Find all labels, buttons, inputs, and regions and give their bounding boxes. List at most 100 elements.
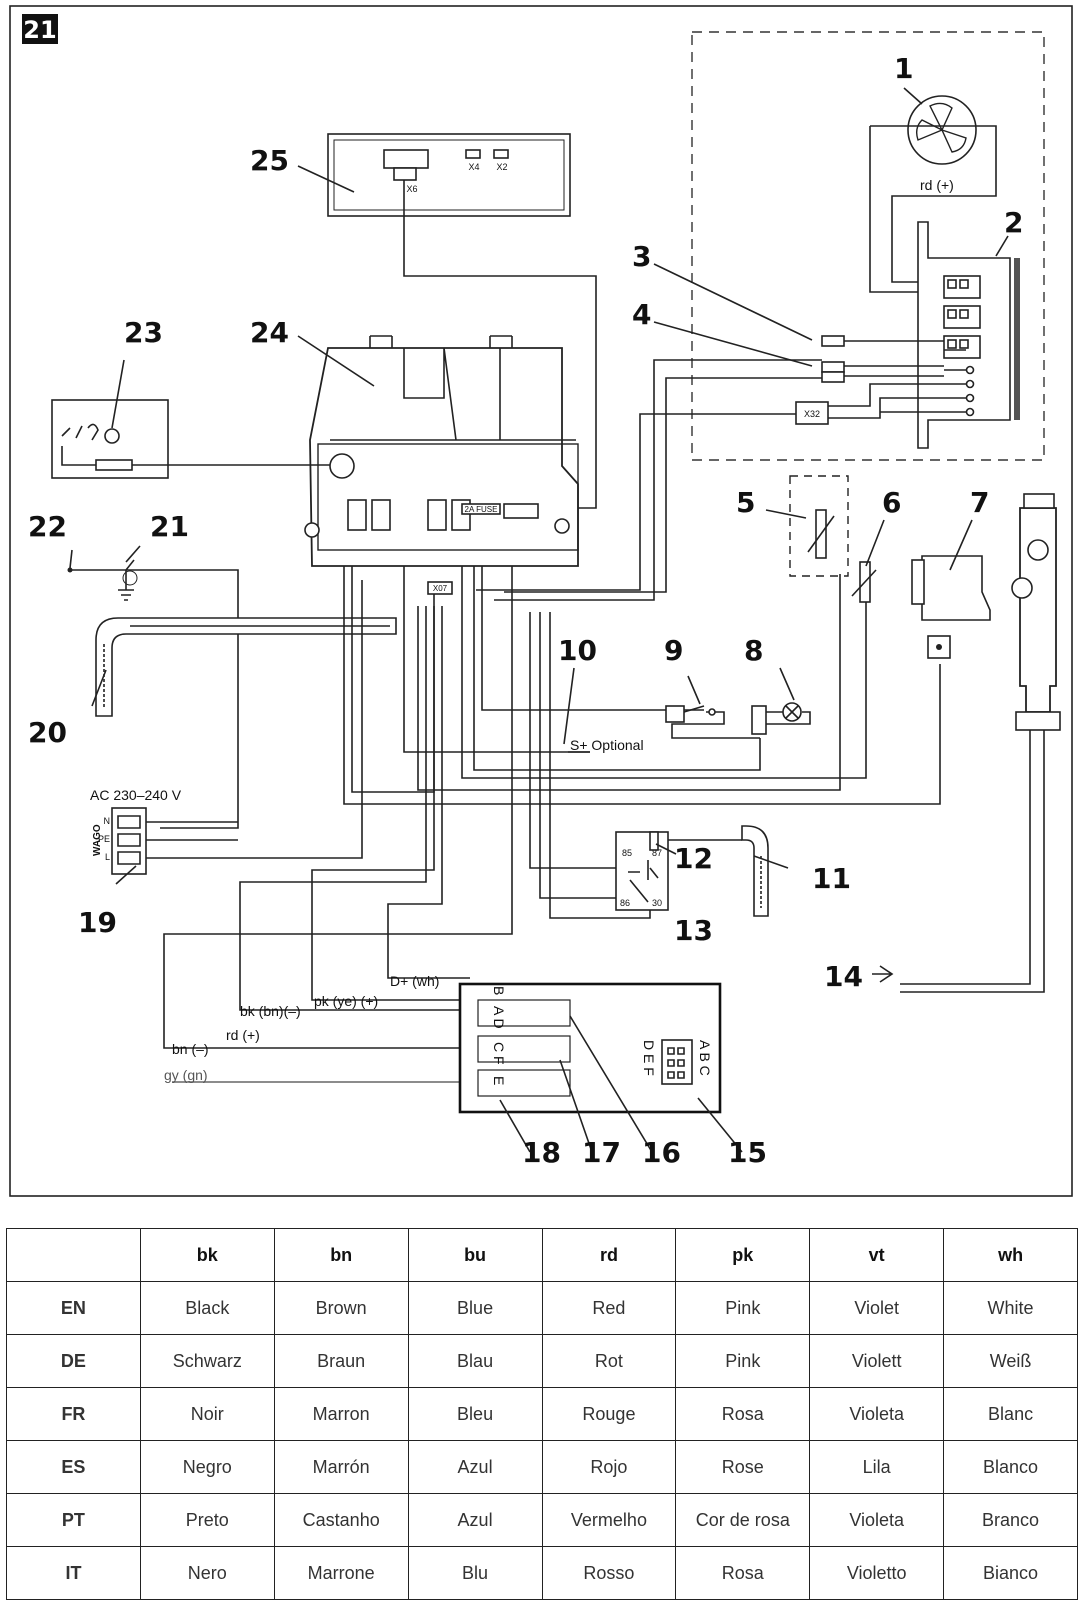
fuse-label: 2A FUSE — [465, 505, 498, 514]
terminal-b: B — [491, 986, 507, 995]
fan-blades-icon — [915, 102, 967, 153]
table-cell: Violett — [809, 1334, 945, 1388]
terminal-strip — [917, 221, 1011, 449]
relay-pin-85: 85 — [622, 848, 632, 858]
callout-3: 3 — [632, 240, 651, 273]
header-cell: vt — [809, 1228, 945, 1282]
wire-label-bn: bn (–) — [172, 1041, 209, 1057]
fan-wire-label: rd (+) — [920, 177, 954, 193]
callout-15: 15 — [728, 1136, 767, 1169]
wiring-diagram: 21 X32 rd (+) X6 X4 X2 2A FUSE X07 — [9, 5, 1073, 1197]
header-cell: bn — [273, 1228, 409, 1282]
language-cell: IT — [6, 1546, 141, 1600]
language-cell: EN — [6, 1281, 141, 1335]
table-cell: White — [943, 1281, 1078, 1335]
table-cell: Blue — [407, 1281, 543, 1335]
x4-label: X4 — [468, 162, 479, 172]
heater-enclosure — [691, 31, 1045, 461]
table-cell: Negro — [139, 1440, 275, 1494]
table-cell: Azul — [407, 1440, 543, 1494]
callout-7: 7 — [970, 486, 989, 519]
table-cell: Vermelho — [541, 1493, 677, 1547]
diagram-frame — [9, 5, 1073, 1197]
language-cell: PT — [6, 1493, 141, 1547]
table-cell: Violeta — [809, 1387, 945, 1441]
callout-16: 16 — [642, 1136, 681, 1169]
connector-x32 — [795, 401, 829, 425]
table-cell: Blanco — [943, 1440, 1078, 1494]
x32-label: X32 — [804, 409, 820, 419]
figure-number-badge — [22, 14, 58, 44]
relay-pin-87: 87 — [652, 848, 662, 858]
x6-label: X6 — [406, 184, 417, 194]
table-cell: Brown — [273, 1281, 409, 1335]
callouts: 1 2 3 4 5 6 7 8 9 10 11 12 13 14 15 16 1… — [28, 52, 1023, 1169]
callout-13: 13 — [674, 914, 713, 947]
header-cell: wh — [943, 1228, 1078, 1282]
table-cell: Violet — [809, 1281, 945, 1335]
voltage-label: AC 230–240 V — [90, 787, 182, 803]
callout-18: 18 — [522, 1136, 561, 1169]
callout-12: 12 — [674, 842, 713, 875]
table-cell: Pink — [675, 1281, 811, 1335]
table-cell: Rose — [675, 1440, 811, 1494]
callout-5: 5 — [736, 486, 755, 519]
callout-21: 21 — [150, 510, 189, 543]
table-cell: Violetto — [809, 1546, 945, 1600]
table-cell: Braun — [273, 1334, 409, 1388]
table-cell: Red — [541, 1281, 677, 1335]
header-cell: pk — [675, 1228, 811, 1282]
table-cell: Blu — [407, 1546, 543, 1600]
callout-14: 14 — [824, 960, 863, 993]
table-header-row: bk bn bu rd pk vt wh — [6, 1228, 1078, 1282]
table-cell: Marron — [273, 1387, 409, 1441]
callout-2: 2 — [1004, 206, 1023, 239]
header-cell: bk — [139, 1228, 275, 1282]
plug-abc: A B C — [697, 1040, 713, 1076]
terminal-strip-edge — [1014, 258, 1020, 420]
callout-17: 17 — [582, 1136, 621, 1169]
table-cell: Weiß — [943, 1334, 1078, 1388]
table-cell: Rouge — [541, 1387, 677, 1441]
table-cell: Rot — [541, 1334, 677, 1388]
control-unit-knob — [329, 453, 355, 479]
sensor-enclosure-5 — [789, 475, 849, 577]
table-cell: Bleu — [407, 1387, 543, 1441]
relay-pin-86: 86 — [620, 898, 630, 908]
heating-element-11 — [741, 825, 769, 917]
wago-label: WAGO — [92, 824, 103, 856]
x2-label: X2 — [496, 162, 507, 172]
terminal-e: E — [491, 1076, 507, 1085]
plug-def: D E F — [641, 1040, 657, 1076]
terminal-blocks — [943, 275, 981, 417]
wago-pin-n: N — [104, 816, 111, 826]
callout-22: 22 — [28, 510, 67, 543]
wire-label-gy: gy (gn) — [164, 1067, 208, 1083]
wire-label-rd: rd (+) — [226, 1027, 260, 1043]
figure-number: 21 — [23, 16, 56, 44]
callout-25: 25 — [250, 144, 289, 177]
wire-label-pk: pk (ye) (+) — [314, 993, 378, 1009]
table-cell: Bianco — [943, 1546, 1078, 1600]
plug-icon — [661, 1039, 693, 1085]
table-cell: Pink — [675, 1334, 811, 1388]
table-cell: Rojo — [541, 1440, 677, 1494]
table-cell: Rosa — [675, 1546, 811, 1600]
language-cell: FR — [6, 1387, 141, 1441]
table-cell: Castanho — [273, 1493, 409, 1547]
table-cell: Marrón — [273, 1440, 409, 1494]
callout-6: 6 — [882, 486, 901, 519]
wago-pin-l: L — [105, 852, 110, 862]
callout-10: 10 — [558, 634, 597, 667]
table-cell: Cor de rosa — [675, 1493, 811, 1547]
callout-1: 1 — [894, 52, 913, 85]
callout-11: 11 — [812, 862, 851, 895]
wire-label-bk: bk (bn)(–) — [240, 1003, 301, 1019]
callout-9: 9 — [664, 634, 683, 667]
header-cell: bu — [407, 1228, 543, 1282]
